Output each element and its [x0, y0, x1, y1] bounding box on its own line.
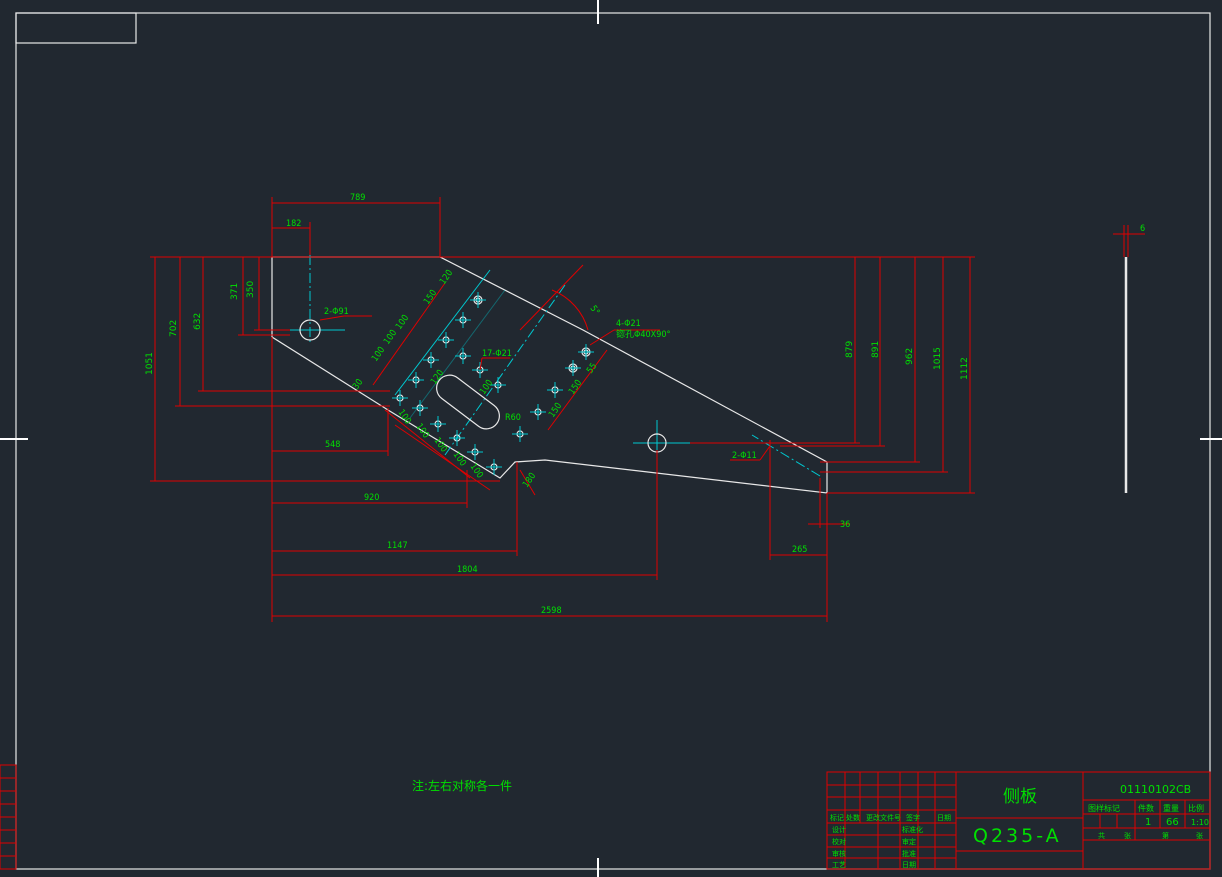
header-cell-2: 件数	[1138, 803, 1154, 813]
sign-label-1: 设计	[832, 825, 846, 834]
dim-30: 30	[351, 378, 365, 392]
dim-angle: 5°	[588, 304, 601, 317]
dim-120: 120	[438, 268, 455, 286]
dim-36: 36	[840, 520, 850, 530]
value-weight: 66	[1166, 817, 1179, 828]
dim-55: 55	[585, 362, 599, 376]
drawing-number: 01110102CB	[1120, 783, 1191, 796]
material: Q235-A	[973, 825, 1062, 847]
sheet-total-unit: 张	[1124, 831, 1131, 840]
sign-right-2: 审定	[902, 837, 916, 846]
sign-right-3: 批准	[902, 849, 916, 858]
dim-1051: 1051	[145, 352, 155, 375]
dim-789: 789	[350, 193, 365, 203]
rev-label-3: 更改文件号	[866, 813, 901, 822]
sign-label-4: 工艺	[832, 861, 846, 869]
callout-holes-4: 4-Φ21	[616, 319, 641, 329]
dim-100-a: 100	[394, 313, 411, 331]
rev-label-4: 签字	[906, 813, 920, 822]
sheet-total-label: 共	[1098, 831, 1105, 840]
dim-879: 879	[845, 341, 855, 358]
dim-1112: 1112	[960, 357, 970, 380]
dim-548: 548	[325, 440, 340, 450]
sheet-no-unit: 张	[1196, 831, 1203, 840]
hole-left-icon	[299, 319, 321, 341]
dim-100-i: 100	[478, 378, 495, 396]
callout-countersink: 锪孔Φ40X90°	[616, 328, 671, 340]
dim-702: 702	[169, 320, 179, 337]
callout-hole-right: 2-Φ11	[732, 451, 757, 461]
sheet-no-label: 第	[1162, 831, 1169, 840]
dim-632: 632	[193, 313, 203, 330]
sign-right-1: 标准化	[902, 825, 923, 834]
dimension-lines	[150, 197, 1145, 622]
callout-holes-17: 17-Φ21	[482, 349, 512, 359]
value-scale: 1:10	[1191, 818, 1209, 827]
header-cell-3: 重量	[1163, 803, 1179, 813]
dim-920: 920	[364, 493, 379, 503]
holes	[299, 292, 667, 475]
dim-6: 6	[1140, 224, 1145, 234]
dim-1015: 1015	[933, 347, 943, 370]
dim-150-a: 150	[422, 288, 439, 306]
sign-right-4: 日期	[902, 861, 916, 869]
sign-label-2: 校对	[832, 837, 846, 846]
part-name: 侧板	[1003, 787, 1037, 807]
dim-962: 962	[905, 348, 915, 365]
header-cell-4: 比例	[1188, 803, 1204, 813]
dim-180: 180	[521, 471, 538, 489]
dim-891: 891	[871, 341, 881, 358]
dim-1147: 1147	[387, 541, 408, 551]
dim-100-b: 100	[382, 328, 399, 346]
dim-150-c: 150	[567, 378, 584, 396]
dim-100-e: 100	[414, 422, 431, 440]
sign-label-3: 审核	[832, 849, 846, 858]
header-cell-1: 图样标记	[1088, 803, 1120, 813]
centerlines	[280, 255, 821, 477]
dim-2598: 2598	[541, 606, 562, 616]
part-outline	[271, 256, 828, 494]
dim-1804: 1804	[457, 565, 478, 575]
title-block: 侧板 Q235-A 01110102CB 图样标记 件数 重量 比例 1 66 …	[826, 771, 1211, 870]
dim-265: 265	[792, 545, 807, 555]
rev-label-5: 日期	[937, 814, 951, 822]
dim-100-c: 100	[370, 345, 387, 363]
dim-r60: R60	[505, 413, 521, 423]
value-qty: 1	[1145, 817, 1151, 828]
dim-150-b: 150	[547, 401, 564, 419]
dim-182: 182	[286, 219, 301, 229]
callout-hole-left: 2-Φ91	[324, 307, 349, 317]
dim-350: 350	[246, 281, 256, 298]
rev-label-2: 处数	[846, 813, 860, 822]
dim-371: 371	[230, 283, 240, 300]
dim-100-g: 100	[451, 450, 468, 468]
slot-icon	[436, 374, 500, 430]
dim-130: 120	[429, 368, 446, 386]
drawing-note: 注:左右对称各一件	[412, 778, 512, 793]
rev-label-1: 标记	[830, 813, 844, 822]
